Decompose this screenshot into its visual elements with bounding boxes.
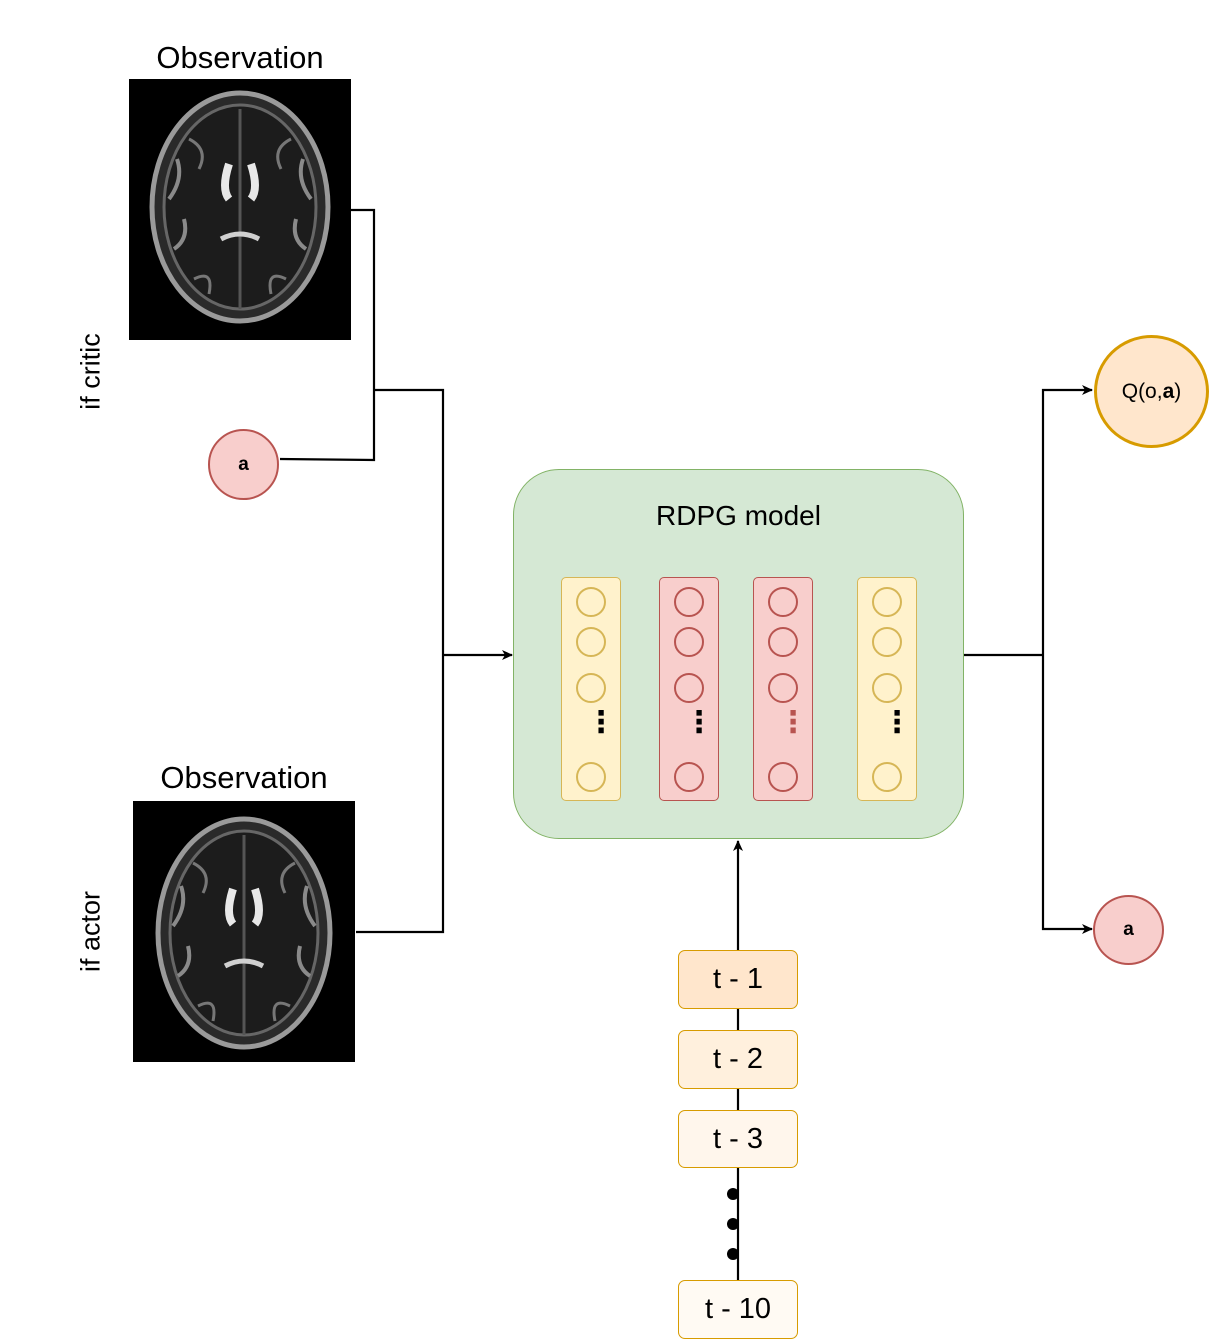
neuron <box>576 762 606 792</box>
model-title: RDPG model <box>656 500 821 531</box>
ellipsis-dots: ⋮ <box>882 706 912 739</box>
history-box-t-1: t - 1 <box>678 950 798 1009</box>
history-box-t-10: t - 10 <box>678 1280 798 1339</box>
neuron <box>872 627 902 657</box>
output-layer: ⋮ <box>857 577 917 801</box>
neuron <box>576 587 606 617</box>
neuron <box>576 627 606 657</box>
ellipsis-dots: ⋮ <box>586 706 616 739</box>
neuron <box>768 587 798 617</box>
input-layer: ⋮ <box>561 577 621 801</box>
neuron <box>768 627 798 657</box>
ellipsis-dot <box>727 1248 739 1260</box>
if-actor-label: if actor <box>75 890 106 973</box>
neuron <box>674 627 704 657</box>
neuron <box>872 587 902 617</box>
ellipsis-dot <box>727 1188 739 1200</box>
neuron <box>576 673 606 703</box>
action-input-node: a <box>208 429 279 500</box>
neuron <box>872 762 902 792</box>
neuron <box>674 587 704 617</box>
brain-mri-image-actor <box>133 801 355 1062</box>
history-box-t-3: t - 3 <box>678 1110 798 1168</box>
action-symbol: a <box>1162 379 1175 403</box>
q-value-output-node: Q(o, a) <box>1094 335 1209 448</box>
neuron <box>674 673 704 703</box>
neuron <box>768 673 798 703</box>
observation-label-actor: Observation <box>160 760 328 795</box>
observation-label-critic: Observation <box>156 40 324 75</box>
ellipsis-dot <box>727 1218 739 1230</box>
brain-mri-image-critic <box>129 79 351 340</box>
neuron <box>674 762 704 792</box>
neuron <box>872 673 902 703</box>
history-box-t-2: t - 2 <box>678 1030 798 1089</box>
ellipsis-dots: ⋮ <box>684 706 714 739</box>
hidden-layer-2: ⋮ <box>753 577 813 801</box>
if-critic-label: if critic <box>75 333 106 410</box>
action-output-node: a <box>1093 895 1164 965</box>
neuron <box>768 762 798 792</box>
hidden-layer-1: ⋮ <box>659 577 719 801</box>
ellipsis-dots: ⋮ <box>778 706 808 739</box>
